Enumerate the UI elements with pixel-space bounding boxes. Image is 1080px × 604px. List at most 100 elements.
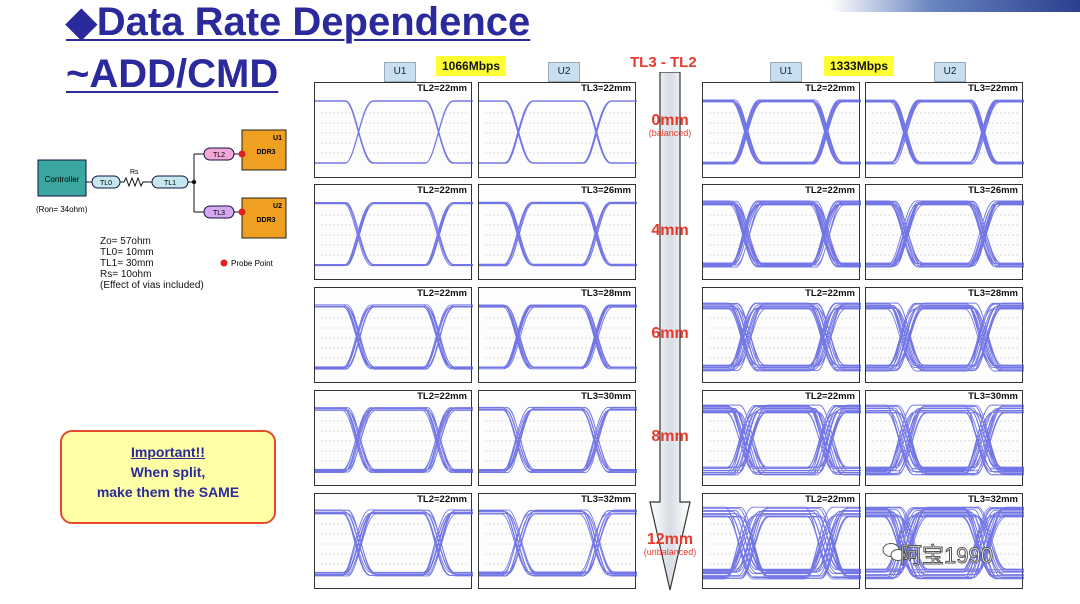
u2-chip [241,197,287,239]
length-difference-note: (balanced) [648,128,692,138]
column-label-u1-1333: U1 [770,62,802,82]
page-title-line1: ◆Data Rate Dependence [66,0,531,44]
length-difference-note: (unbalanced) [643,547,697,557]
length-difference-value: 4mm [651,222,689,239]
eye-traces [703,404,861,476]
eye-diagram-length-label: TL2=22mm [416,391,468,402]
eye-diagram-length-label: TL2=22mm [416,185,468,196]
eye-traces [703,506,861,580]
length-difference-value: 0mm [651,112,689,129]
u2-chip-label: U2 [273,203,282,210]
eye-traces [703,99,861,165]
eye-diagram-length-label: TL3=30mm [580,391,632,402]
page-title-line2: ~ADD/CMD [66,52,279,96]
param-tl1: TL1= 30mm [100,258,154,269]
eye-traces [866,99,1024,165]
tl2-label: TL2 [213,152,225,159]
eye-diagram-1066-u1-row4: TL2=22mm [314,390,473,486]
eye-diagram-length-label: TL2=22mm [804,391,856,402]
eye-traces [479,100,637,164]
eye-traces [315,202,473,267]
probe-legend-dot [220,259,228,267]
eye-diagram-1333-u1-row3: TL2=22mm [702,287,861,383]
controller-label: Controller [45,175,80,184]
length-difference-row1: 0mm(balanced) [640,112,700,138]
eye-traces [315,509,473,577]
column-label-u2-1066: U2 [548,62,580,82]
eye-traces [866,506,1024,580]
axis-title: TL3 - TL2 [630,54,697,71]
column-label-u2-1333: U2 [934,62,966,82]
eye-diagram-length-label: TL2=22mm [416,288,468,299]
corner-banner [830,0,1080,12]
eye-diagram-length-label: TL3=22mm [967,83,1019,94]
tl0-label: TL0 [100,180,112,187]
length-difference-value: 6mm [651,325,689,342]
controller-block [37,159,87,197]
eye-diagram-1333-u2-row5: TL3=32mm [865,493,1024,589]
u1-chip-label: U1 [273,135,282,142]
probe-point-u2 [238,208,246,216]
probe-point-u1 [238,150,246,158]
rs-label: Rs [130,169,139,176]
rs-resistor [120,176,152,188]
param-tl0: TL0= 10mm [100,247,154,258]
length-difference-row5: 12mm(unbalanced) [640,531,700,557]
eye-diagram-1066-u1-row3: TL2=22mm [314,287,473,383]
eye-diagram-1066-u1-row5: TL2=22mm [314,493,473,589]
u1-ddr-label: DDR3 [256,149,275,156]
eye-diagram-length-label: TL2=22mm [804,494,856,505]
eye-diagram-1333-u2-row3: TL3=28mm [865,287,1024,383]
eye-diagram-1066-u1-row2: TL2=22mm [314,184,473,280]
eye-diagram-1066-u2-row5: TL3=32mm [478,493,637,589]
param-vias-note: (Effect of vias included) [100,280,204,291]
eye-diagram-1333-u2-row2: TL3=26mm [865,184,1024,280]
eye-diagram-length-label: TL2=22mm [416,83,468,94]
eye-traces [479,304,637,370]
rate-badge-1066: 1066Mbps [436,56,507,76]
eye-traces [315,304,473,370]
eye-diagram-1333-u1-row5: TL2=22mm [702,493,861,589]
eye-diagram-1333-u1-row4: TL2=22mm [702,390,861,486]
eye-diagram-length-label: TL2=22mm [804,185,856,196]
eye-diagram-1066-u1-row1: TL2=22mm [314,82,473,178]
eye-diagram-1333-u2-row1: TL3=22mm [865,82,1024,178]
eye-diagram-1333-u1-row1: TL2=22mm [702,82,861,178]
eye-diagram-1333-u1-row2: TL2=22mm [702,184,861,280]
eye-diagram-length-label: TL2=22mm [416,494,468,505]
probe-legend-label: Probe Point [231,259,274,268]
eye-traces [703,200,861,268]
trend-arrow [649,72,691,591]
param-rs: Rs= 10ohm [100,269,152,280]
important-callout: Important!! When split, make them the SA… [60,430,276,524]
eye-traces [479,406,637,474]
eye-diagram-length-label: TL3=28mm [967,288,1019,299]
length-difference-value: 8mm [651,428,689,445]
eye-traces [703,302,861,372]
eye-diagram-1066-u2-row1: TL3=22mm [478,82,637,178]
circuit-parameters: Zo= 57ohm TL0= 10mm TL1= 30mm Rs= 10ohm … [100,236,204,291]
important-line1: When split, [130,464,206,480]
tl1-label: TL1 [164,180,176,187]
important-line2: make them the SAME [96,484,240,500]
param-zo: Zo= 57ohm [100,236,151,247]
eye-diagram-length-label: TL3=26mm [580,185,632,196]
tl3-label: TL3 [213,210,225,217]
eye-diagram-length-label: TL3=22mm [580,83,632,94]
length-difference-row2: 4mm [640,222,700,240]
eye-diagram-1333-u2-row4: TL3=30mm [865,390,1024,486]
circuit-diagram: Controller (Ron= 34ohm) TL0 Rs TL1 TL2 T… [36,129,287,268]
rate-badge-1333: 1333Mbps [824,56,895,76]
eye-diagram-length-label: TL3=26mm [967,185,1019,196]
eye-traces [479,201,637,267]
eye-diagram-length-label: TL3=28mm [580,288,632,299]
important-heading: Important!! [131,444,205,460]
eye-traces [866,302,1024,372]
eye-traces [315,100,473,164]
eye-diagram-1066-u2-row4: TL3=30mm [478,390,637,486]
eye-diagram-length-label: TL3=32mm [967,494,1019,505]
length-difference-row4: 8mm [640,428,700,446]
eye-diagram-length-label: TL3=30mm [967,391,1019,402]
eye-traces [315,407,473,473]
length-difference-row3: 6mm [640,325,700,343]
